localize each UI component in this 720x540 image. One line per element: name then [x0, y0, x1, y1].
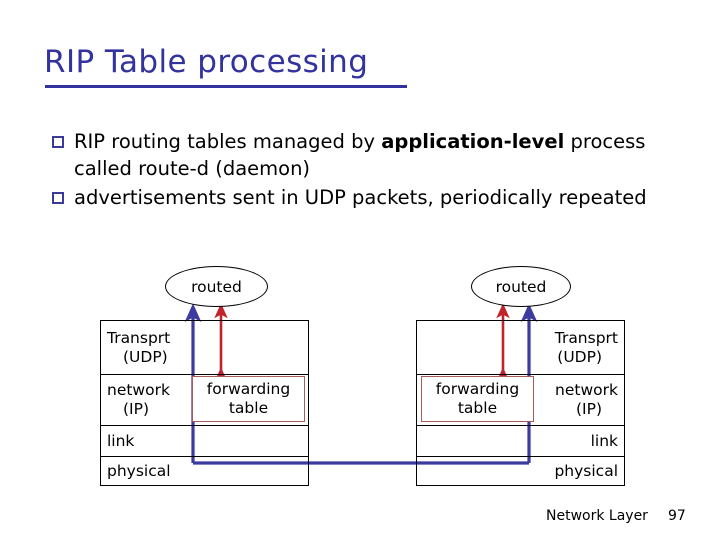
left-routed-process: routed — [165, 266, 268, 307]
bullet-1-text-after: process called route-d (daemon) — [74, 130, 646, 180]
left-row-network: network (IP) — [101, 375, 308, 426]
left-fwd-line2: table — [228, 399, 269, 417]
right-forwarding-table-box: forwarding table — [421, 376, 534, 422]
right-fwd-line2: table — [457, 399, 498, 417]
left-link-label: link — [107, 431, 135, 450]
bullet-2-text-before: advertisements sent in UDP packets, peri… — [74, 186, 647, 209]
page-title: RIP Table processing — [44, 44, 369, 80]
right-physical-label: physical — [554, 461, 618, 480]
right-network-line1: network — [555, 381, 618, 399]
footer-page-number: 97 — [668, 508, 686, 524]
left-row-transport: Transprt (UDP) — [101, 321, 308, 375]
right-row-network: network (IP) — [417, 375, 624, 426]
right-transport-line1: Transprt — [554, 328, 618, 347]
right-routed-process: routed — [471, 266, 571, 307]
bullet-square-icon — [52, 136, 64, 148]
left-transport-line2: (UDP) — [123, 347, 168, 366]
right-fwd-line1: forwarding — [435, 380, 520, 398]
left-transport-line1: Transprt — [107, 328, 171, 347]
right-routed-label: routed — [495, 277, 547, 296]
right-transport-line2: (UDP) — [557, 347, 602, 366]
bullet-item-1: RIP routing tables managed by applicatio… — [52, 128, 652, 182]
bullet-text-1: RIP routing tables managed by applicatio… — [74, 128, 652, 182]
left-forwarding-table-box: forwarding table — [192, 376, 305, 422]
title-underline — [45, 85, 407, 88]
footer-label: Network Layer — [546, 508, 648, 524]
right-row-physical: physical — [417, 457, 624, 485]
left-row-link: link — [101, 426, 308, 457]
left-row-physical: physical — [101, 457, 308, 485]
left-network-line2: (IP) — [123, 400, 150, 418]
right-link-label: link — [590, 431, 618, 450]
right-network-line2: (IP) — [575, 400, 602, 418]
bullet-1-text-before: RIP routing tables managed by — [74, 130, 382, 153]
bullet-list: RIP routing tables managed by applicatio… — [52, 128, 652, 213]
left-physical-label: physical — [107, 461, 171, 480]
left-routed-label: routed — [191, 277, 242, 296]
left-protocol-stack: Transprt (UDP) network (IP) link physica… — [100, 320, 309, 486]
left-fwd-line1: forwarding — [206, 380, 291, 398]
right-row-transport: Transprt (UDP) — [417, 321, 624, 375]
bullet-1-bold: application-level — [381, 130, 565, 153]
bullet-item-2: advertisements sent in UDP packets, peri… — [52, 184, 652, 211]
right-protocol-stack: Transprt (UDP) network (IP) link physica… — [416, 320, 625, 486]
bullet-text-2: advertisements sent in UDP packets, peri… — [74, 184, 647, 211]
left-network-line1: network — [107, 381, 170, 399]
bullet-square-icon — [52, 192, 64, 204]
right-row-link: link — [417, 426, 624, 457]
